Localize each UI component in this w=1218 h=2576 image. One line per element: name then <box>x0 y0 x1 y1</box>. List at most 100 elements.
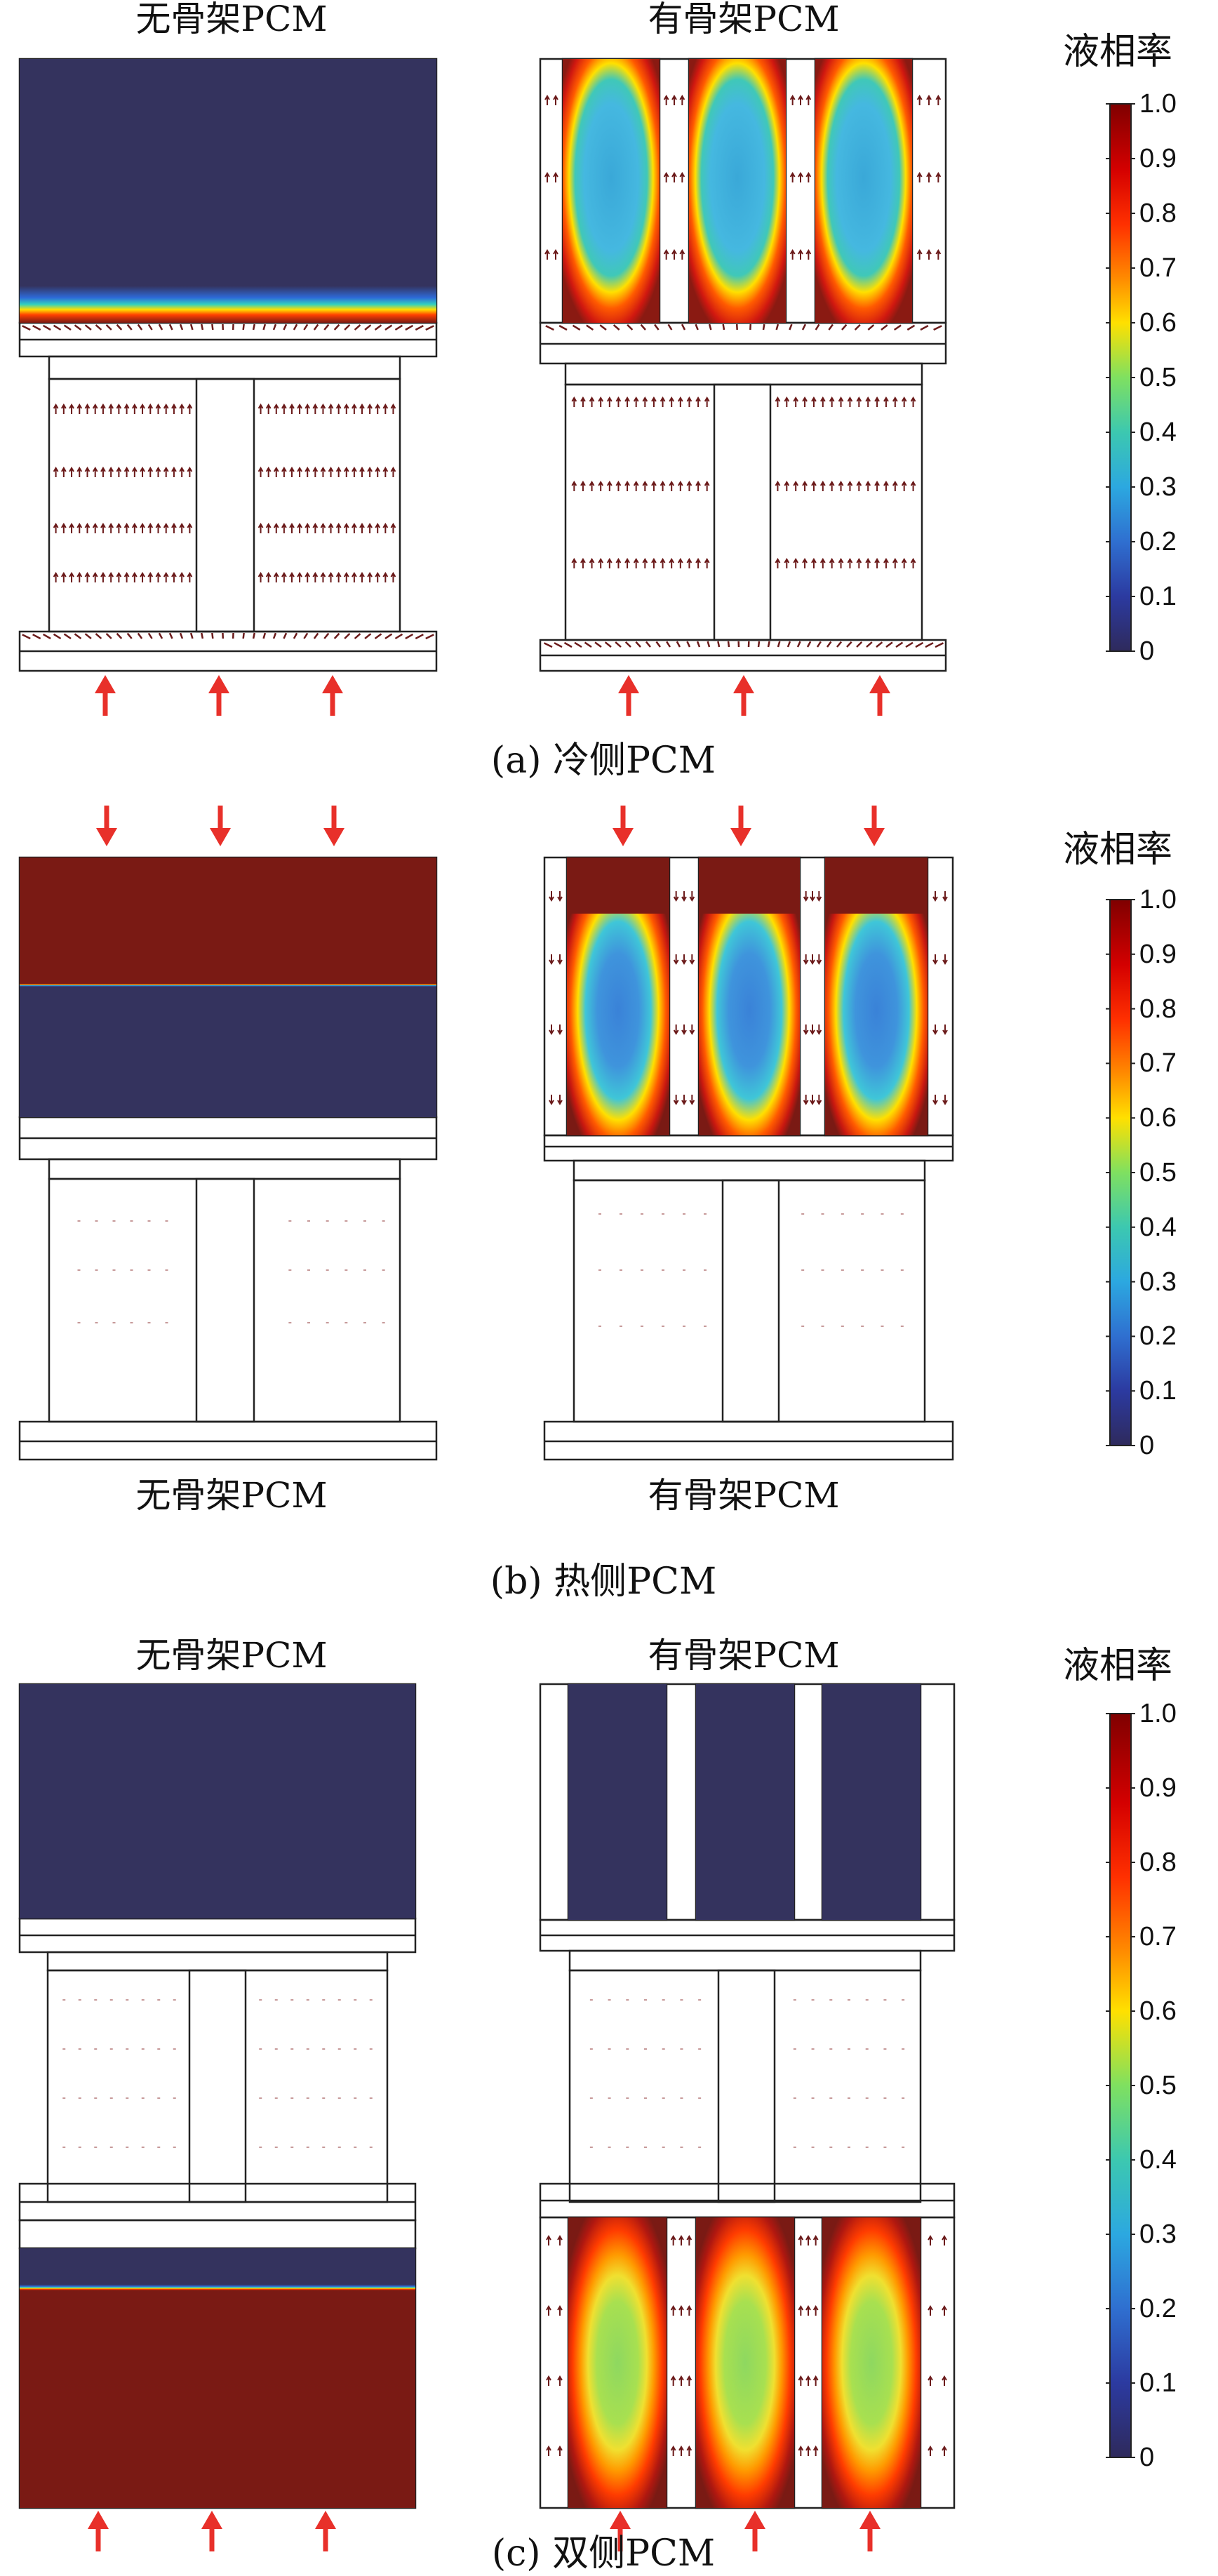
a-left-heat-flux-arrow <box>208 675 229 716</box>
b-right-gap-arrows <box>557 954 563 965</box>
c-right-gap-arrows <box>546 2305 551 2316</box>
a-left-plate-arrows <box>354 324 361 331</box>
a-right-velocity-arrows <box>775 396 781 407</box>
c-right-gap-arrows <box>670 2375 676 2386</box>
a-left-velocity-arrows <box>359 467 365 477</box>
a-left-velocity-arrows <box>312 403 319 414</box>
a-right-velocity-arrows <box>651 396 657 407</box>
a-right-plate-arrows <box>627 323 634 331</box>
c-right-gap-arrows <box>805 2235 811 2245</box>
a-right-gap-arrows <box>926 172 932 182</box>
a-left-velocity-arrows <box>60 467 67 477</box>
c-right-gap-arrows <box>812 2235 819 2245</box>
a-right-cell-field <box>689 59 786 323</box>
a-right-cell-field <box>815 59 912 323</box>
b-right-gap-arrows <box>673 891 679 902</box>
a-left-velocity-arrows <box>335 523 342 533</box>
a-left-base-arrows <box>137 632 143 639</box>
b-right-upper-plate <box>543 1134 954 1162</box>
colorbar-b <box>1109 899 1132 1446</box>
a-right-gap-arrows <box>935 95 942 105</box>
a-right-velocity-arrows <box>615 558 622 568</box>
a-right-core-box <box>564 383 923 641</box>
a-right-gap-arrows <box>663 172 669 182</box>
a-left-velocity-arrows <box>257 403 264 414</box>
a-right-gap-arrows <box>798 172 803 182</box>
b-right-gap-arrows <box>549 954 554 965</box>
a-left-base-arrows <box>42 633 51 640</box>
a-right-velocity-arrows <box>865 396 871 407</box>
a-right-velocity-arrows <box>793 558 799 568</box>
a-right-base-arrows <box>757 641 761 648</box>
a-left-velocity-arrows <box>367 572 373 582</box>
a-left-velocity-arrows <box>367 523 373 533</box>
a-right-velocity-arrows <box>856 481 862 491</box>
a-right-base-arrows <box>727 641 730 648</box>
b-left-liquid-layer <box>20 857 436 984</box>
a-right-base-arrows <box>574 641 582 648</box>
a-right-base-arrows <box>777 641 781 648</box>
c-right-gap-arrows <box>670 2235 676 2245</box>
a-right-gap-arrows <box>679 249 685 260</box>
colorbar-a-tick-label: 0.8 <box>1139 199 1177 228</box>
a-left-velocity-arrows <box>53 572 59 582</box>
c-right-gap-arrows <box>678 2305 684 2316</box>
panel-c-left-label: 无骨架PCM <box>135 1635 328 1676</box>
a-left-velocity-arrows <box>375 523 381 533</box>
a-left-plate-arrows <box>293 323 298 331</box>
a-right-velocity-arrows <box>580 481 586 491</box>
a-left-velocity-arrows <box>328 523 334 533</box>
c-right-heat-flux-arrow <box>610 2511 631 2551</box>
colorbar-b-title: 液相率 <box>1063 829 1173 871</box>
a-right-velocity-arrows <box>784 481 790 491</box>
a-left-velocity-arrows <box>289 403 295 414</box>
a-right-velocity-arrows <box>669 396 675 407</box>
c-right-gap-arrows <box>942 2235 947 2245</box>
colorbar-a-tick-label: 0.6 <box>1139 308 1177 338</box>
c-right-top-cell-field <box>568 1684 667 1920</box>
colorbar-c <box>1109 1713 1132 2458</box>
b-right-gap-arrows <box>803 891 809 902</box>
b-right-gap-arrows <box>689 1095 695 1105</box>
a-right-velocity-arrows <box>829 558 835 568</box>
a-right-velocity-arrows <box>633 396 639 407</box>
a-right-gap-arrows <box>916 249 923 260</box>
b-right-heat-flux-arrow <box>864 806 885 846</box>
a-left-velocity-arrows <box>163 403 169 414</box>
a-right-gap-arrows <box>789 172 796 182</box>
a-left-velocity-arrows <box>265 523 272 533</box>
a-left-base-arrows <box>384 633 393 640</box>
a-right-velocity-arrows <box>669 481 675 491</box>
colorbar-c-tick-label: 0.8 <box>1139 1848 1177 1877</box>
a-left-velocity-arrows <box>140 403 145 414</box>
a-left-velocity-arrows <box>382 467 389 477</box>
a-left-base-arrows <box>354 633 361 639</box>
c-right-bottom-cell-field <box>568 2217 667 2508</box>
a-left-velocity-arrows <box>187 467 193 477</box>
c-right-gap-arrows <box>557 2235 563 2245</box>
a-right-velocity-arrows <box>642 396 648 407</box>
a-right-plate-arrows <box>828 323 834 331</box>
a-right-gap-arrows <box>679 172 685 182</box>
a-right-plate-arrows <box>722 323 725 331</box>
a-left-base-arrows <box>262 632 267 639</box>
colorbar-b-tick-label: 0.7 <box>1139 1048 1177 1079</box>
colorbar-a-tick-label: 0.7 <box>1139 253 1177 283</box>
b-right-cell-liquid-cap <box>825 857 928 914</box>
a-left-base-arrows <box>22 634 31 640</box>
a-left-velocity-arrows <box>297 572 302 582</box>
a-left-velocity-arrows <box>375 572 381 582</box>
a-right-gap-arrows <box>935 172 942 182</box>
a-right-velocity-arrows <box>677 558 683 568</box>
a-right-velocity-arrows <box>883 481 889 491</box>
a-left-velocity-arrows <box>131 572 138 582</box>
a-right-base-arrows <box>624 641 631 648</box>
a-right-velocity-arrows <box>660 396 666 407</box>
a-left-plate-arrows <box>53 324 62 331</box>
a-right-velocity-arrows <box>892 558 898 568</box>
a-left-base-arrows <box>313 632 319 639</box>
a-right-velocity-arrows <box>606 558 613 568</box>
c-right-gap-arrows <box>670 2445 676 2456</box>
a-right-base-arrows <box>767 641 770 648</box>
a-right-base-arrows <box>554 642 563 648</box>
